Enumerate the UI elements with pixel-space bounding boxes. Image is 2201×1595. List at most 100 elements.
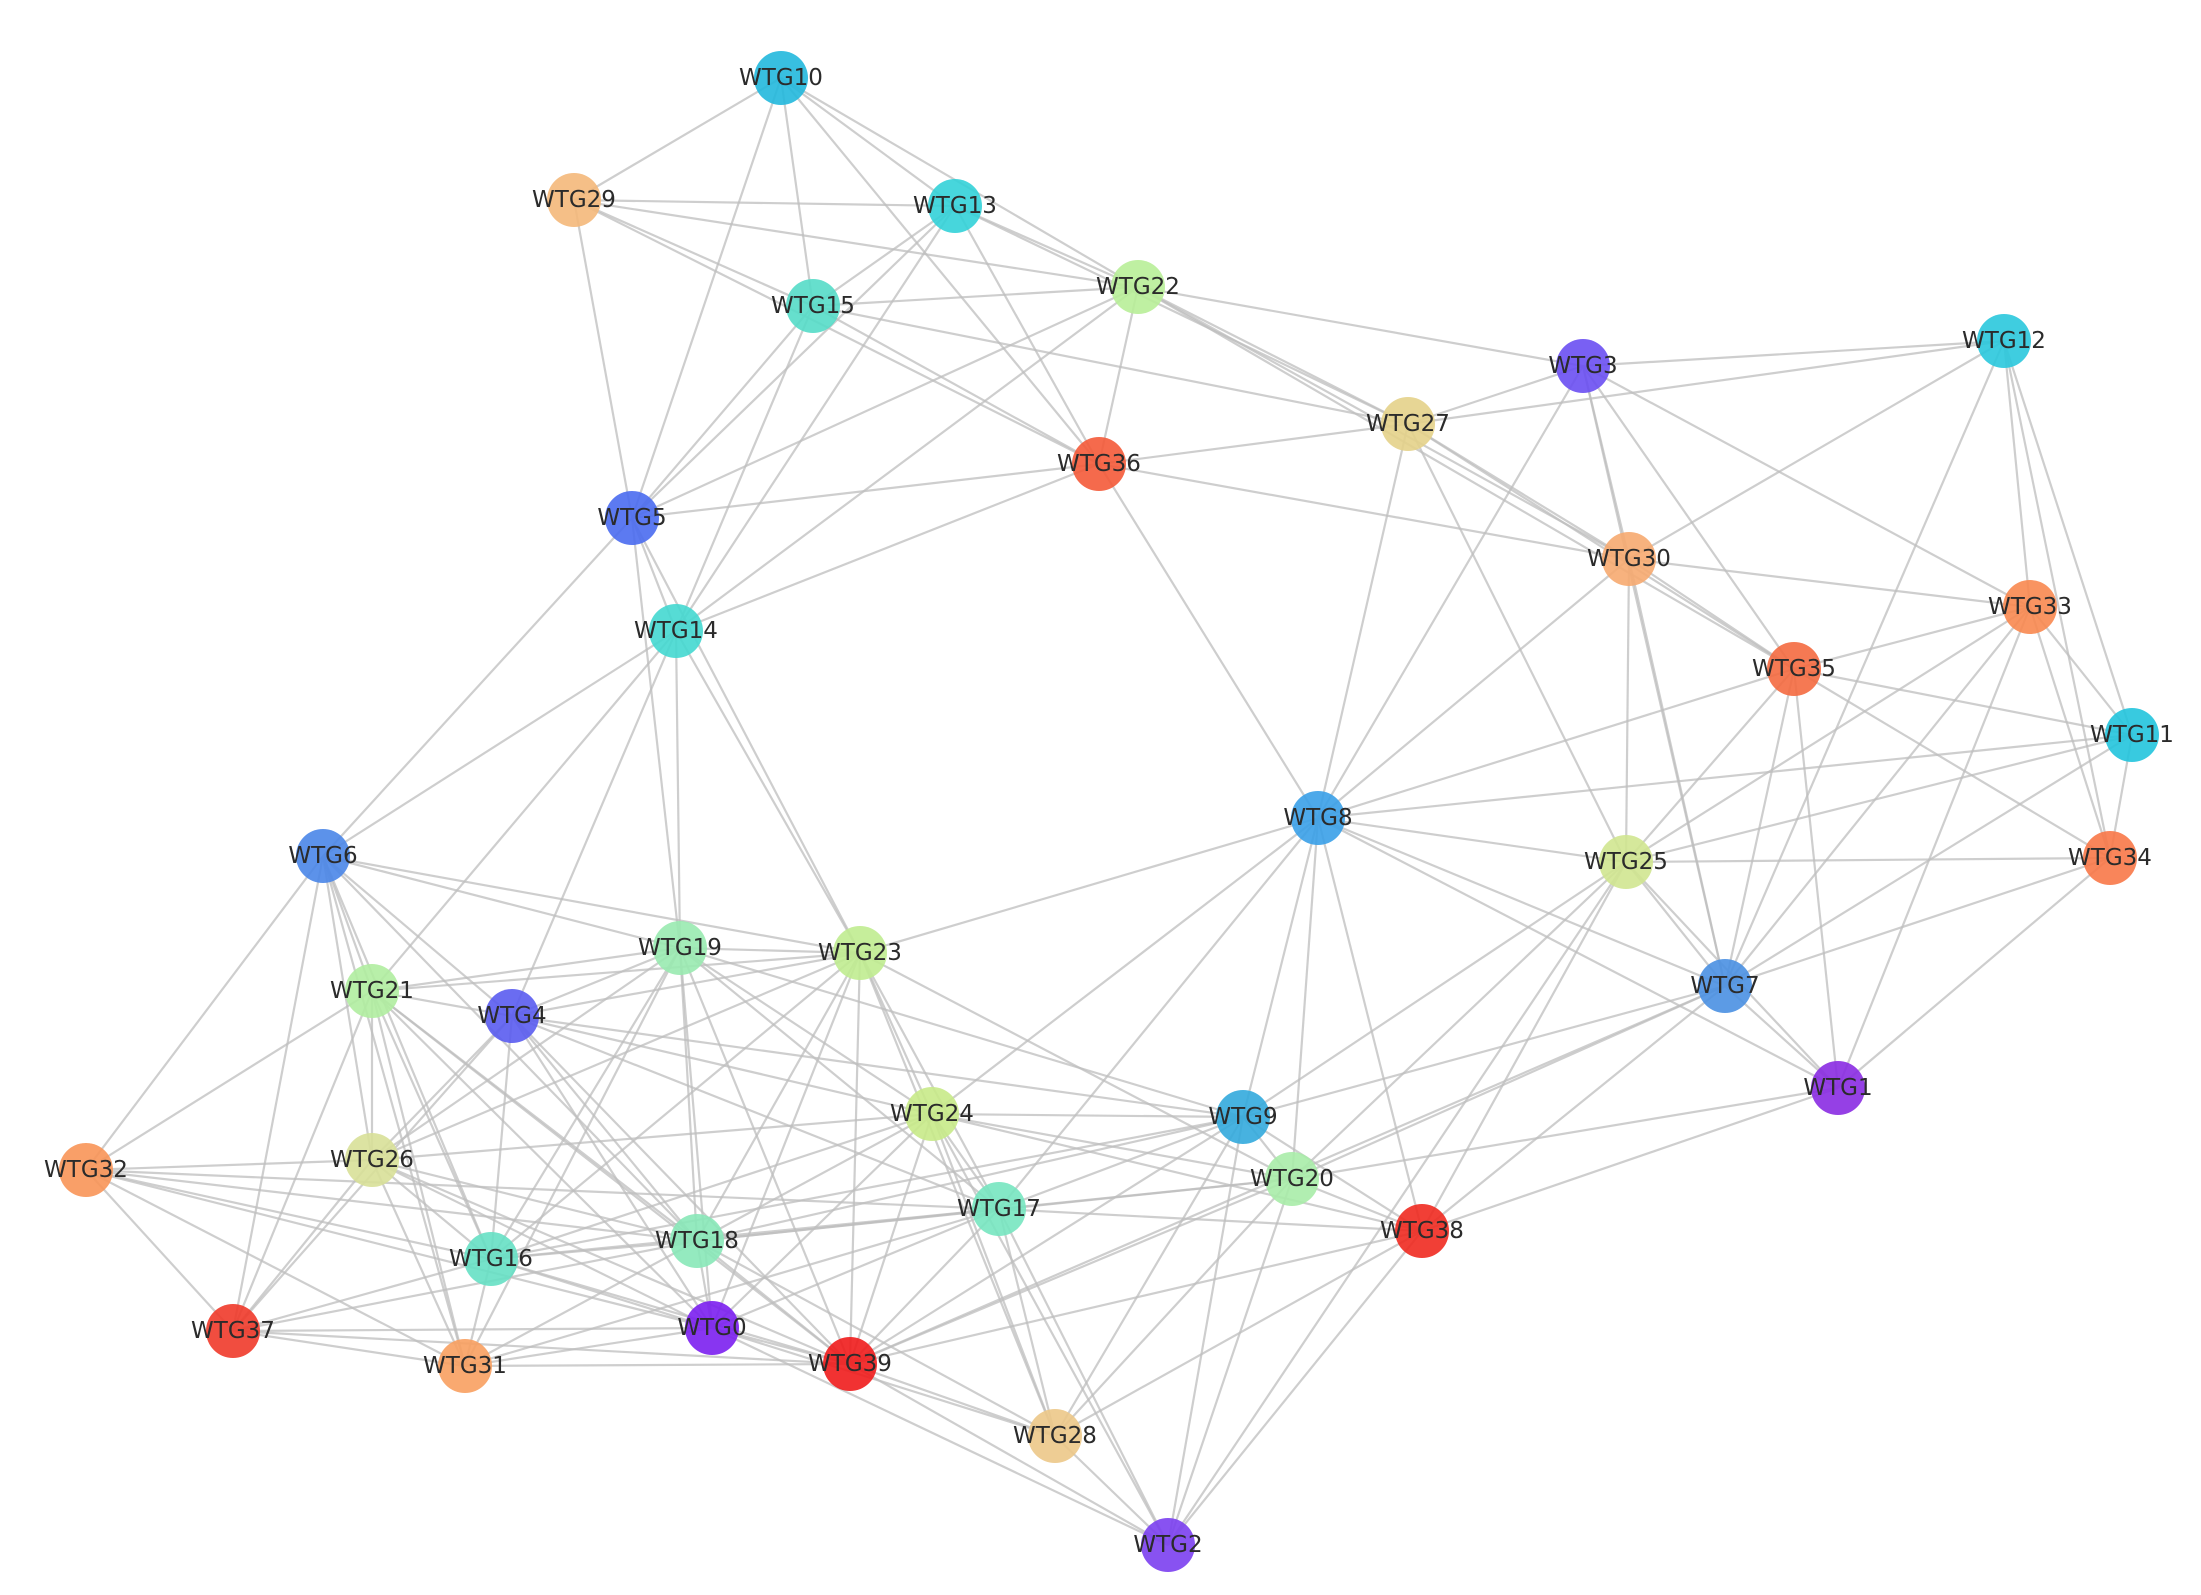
node-wtg10: WTG10 — [739, 51, 823, 105]
node-wtg22: WTG22 — [1096, 260, 1180, 314]
edge-wtg20-wtg39 — [849, 1177, 1293, 1366]
node-label-wtg8: WTG8 — [1283, 805, 1352, 831]
edge-wtg12-wtg30 — [1628, 340, 2005, 560]
edge-wtg30-wtg8 — [1317, 558, 1630, 819]
node-circle-wtg35 — [1767, 642, 1821, 696]
edge-wtg3-wtg27 — [1407, 364, 1584, 426]
edge-wtg13-wtg27 — [954, 205, 1409, 425]
edge-wtg19-wtg0 — [678, 947, 714, 1329]
node-circle-wtg28 — [1028, 1409, 1082, 1463]
edge-wtg33-wtg7 — [1724, 606, 2031, 987]
edge-wtg23-wtg16 — [490, 952, 861, 1260]
edge-wtg36-wtg30 — [1098, 462, 1630, 561]
node-circle-wtg3 — [1556, 339, 1610, 393]
edge-wtg32-wtg17 — [85, 1168, 1000, 1211]
node-wtg16: WTG16 — [449, 1232, 533, 1286]
edge-wtg15-wtg22 — [812, 285, 1139, 308]
edge-wtg19-wtg4 — [511, 946, 681, 1018]
node-circle-wtg23 — [833, 926, 887, 980]
edge-wtg25-wtg20 — [1291, 861, 1627, 1180]
node-wtg21: WTG21 — [330, 964, 414, 1018]
edge-wtg8-wtg9 — [1241, 817, 1320, 1118]
edge-wtg12-wtg7 — [1723, 340, 2006, 987]
node-circle-wtg10 — [754, 51, 808, 105]
node-label-wtg27: WTG27 — [1366, 411, 1450, 437]
edge-wtg11-wtg8 — [1317, 733, 2133, 820]
edge-wtg10-wtg29 — [573, 77, 782, 201]
edge-wtg34-wtg7 — [1724, 856, 2111, 988]
node-circle-wtg36 — [1072, 437, 1126, 491]
edge-wtg24-wtg38 — [931, 1112, 1423, 1233]
edge-wtg26-wtg31 — [370, 1159, 467, 1367]
node-circle-wtg34 — [2083, 831, 2137, 885]
edge-wtg5-wtg36 — [631, 462, 1100, 520]
node-circle-wtg8 — [1291, 791, 1345, 845]
node-circle-wtg11 — [2105, 708, 2159, 762]
edge-wtg19-wtg16 — [490, 947, 681, 1260]
edge-wtg38-wtg39 — [849, 1229, 1423, 1366]
edge-wtg19-wtg26 — [371, 947, 681, 1161]
node-label-wtg2: WTG2 — [1133, 1532, 1202, 1558]
edge-wtg27-wtg12 — [1407, 339, 2005, 426]
edge-wtg33-wtg34 — [2028, 606, 2112, 859]
edge-wtg15-wtg5 — [631, 305, 814, 519]
node-wtg12: WTG12 — [1962, 314, 2046, 368]
edge-wtg23-wtg28 — [858, 952, 1057, 1437]
edge-wtg31-wtg0 — [464, 1326, 713, 1368]
edge-wtg14-wtg6 — [322, 630, 677, 857]
edge-wtg24-wtg2 — [931, 1113, 1169, 1546]
edge-wtg33-wtg25 — [1625, 606, 2031, 863]
node-label-wtg0: WTG0 — [677, 1315, 746, 1341]
edge-wtg21-wtg0 — [371, 990, 713, 1329]
node-label-wtg20: WTG20 — [1250, 1166, 1334, 1192]
node-wtg26: WTG26 — [330, 1133, 414, 1187]
edge-wtg9-wtg18 — [696, 1115, 1244, 1243]
node-label-wtg12: WTG12 — [1962, 328, 2046, 354]
node-label-wtg6: WTG6 — [288, 843, 357, 869]
edge-wtg17-wtg28 — [997, 1208, 1057, 1437]
node-wtg5: WTG5 — [597, 491, 667, 545]
node-label-wtg29: WTG29 — [532, 187, 616, 213]
edge-wtg4-wtg0 — [511, 1015, 713, 1329]
edge-wtg24-wtg9 — [931, 1112, 1244, 1119]
node-label-wtg3: WTG3 — [1548, 353, 1617, 379]
edge-wtg27-wtg25 — [1407, 423, 1627, 863]
node-label-wtg19: WTG19 — [638, 935, 722, 961]
node-circle-wtg0 — [685, 1301, 739, 1355]
edge-wtg6-wtg19 — [322, 854, 681, 950]
edge-wtg24-wtg16 — [490, 1112, 933, 1261]
edge-wtg6-wtg16 — [321, 855, 493, 1260]
edge-wtg21-wtg39 — [371, 990, 851, 1365]
edge-wtg12-wtg34 — [2002, 340, 2112, 859]
edge-wtg24-wtg18 — [696, 1113, 933, 1242]
edge-wtg10-wtg36 — [780, 77, 1100, 465]
node-wtg20: WTG20 — [1250, 1152, 1334, 1206]
edge-wtg25-wtg38 — [1421, 861, 1627, 1232]
node-label-wtg23: WTG23 — [818, 940, 902, 966]
edge-wtg8-wtg38 — [1316, 817, 1424, 1232]
edge-wtg22-wtg27 — [1137, 286, 1409, 425]
node-wtg15: WTG15 — [771, 279, 855, 333]
edge-wtg19-wtg21 — [371, 946, 681, 993]
edge-wtg33-wtg1 — [1836, 606, 2032, 1089]
node-wtg34: WTG34 — [2068, 831, 2152, 885]
edge-wtg19-wtg23 — [679, 946, 861, 955]
edge-wtg5-wtg19 — [630, 517, 682, 949]
edge-wtg8-wtg23 — [859, 816, 1319, 955]
edge-wtg9-wtg39 — [849, 1116, 1244, 1365]
edge-wtg6-wtg4 — [322, 855, 513, 1017]
edge-wtg26-wtg0 — [371, 1159, 713, 1329]
edge-wtg14-wtg4 — [510, 630, 678, 1017]
node-label-wtg9: WTG9 — [1208, 1104, 1277, 1130]
edge-wtg38-wtg28 — [1054, 1230, 1423, 1437]
edge-wtg29-wtg22 — [573, 198, 1139, 289]
node-wtg7: WTG7 — [1690, 959, 1760, 1013]
node-wtg8: WTG8 — [1283, 791, 1353, 845]
node-wtg17: WTG17 — [957, 1182, 1041, 1236]
node-circle-wtg2 — [1141, 1518, 1195, 1572]
edge-wtg30-wtg33 — [1628, 557, 2031, 609]
node-label-wtg15: WTG15 — [771, 293, 855, 319]
edge-wtg39-wtg28 — [849, 1362, 1056, 1438]
edge-wtg4-wtg39 — [511, 1015, 851, 1365]
edge-wtg35-wtg34 — [1793, 668, 2111, 859]
